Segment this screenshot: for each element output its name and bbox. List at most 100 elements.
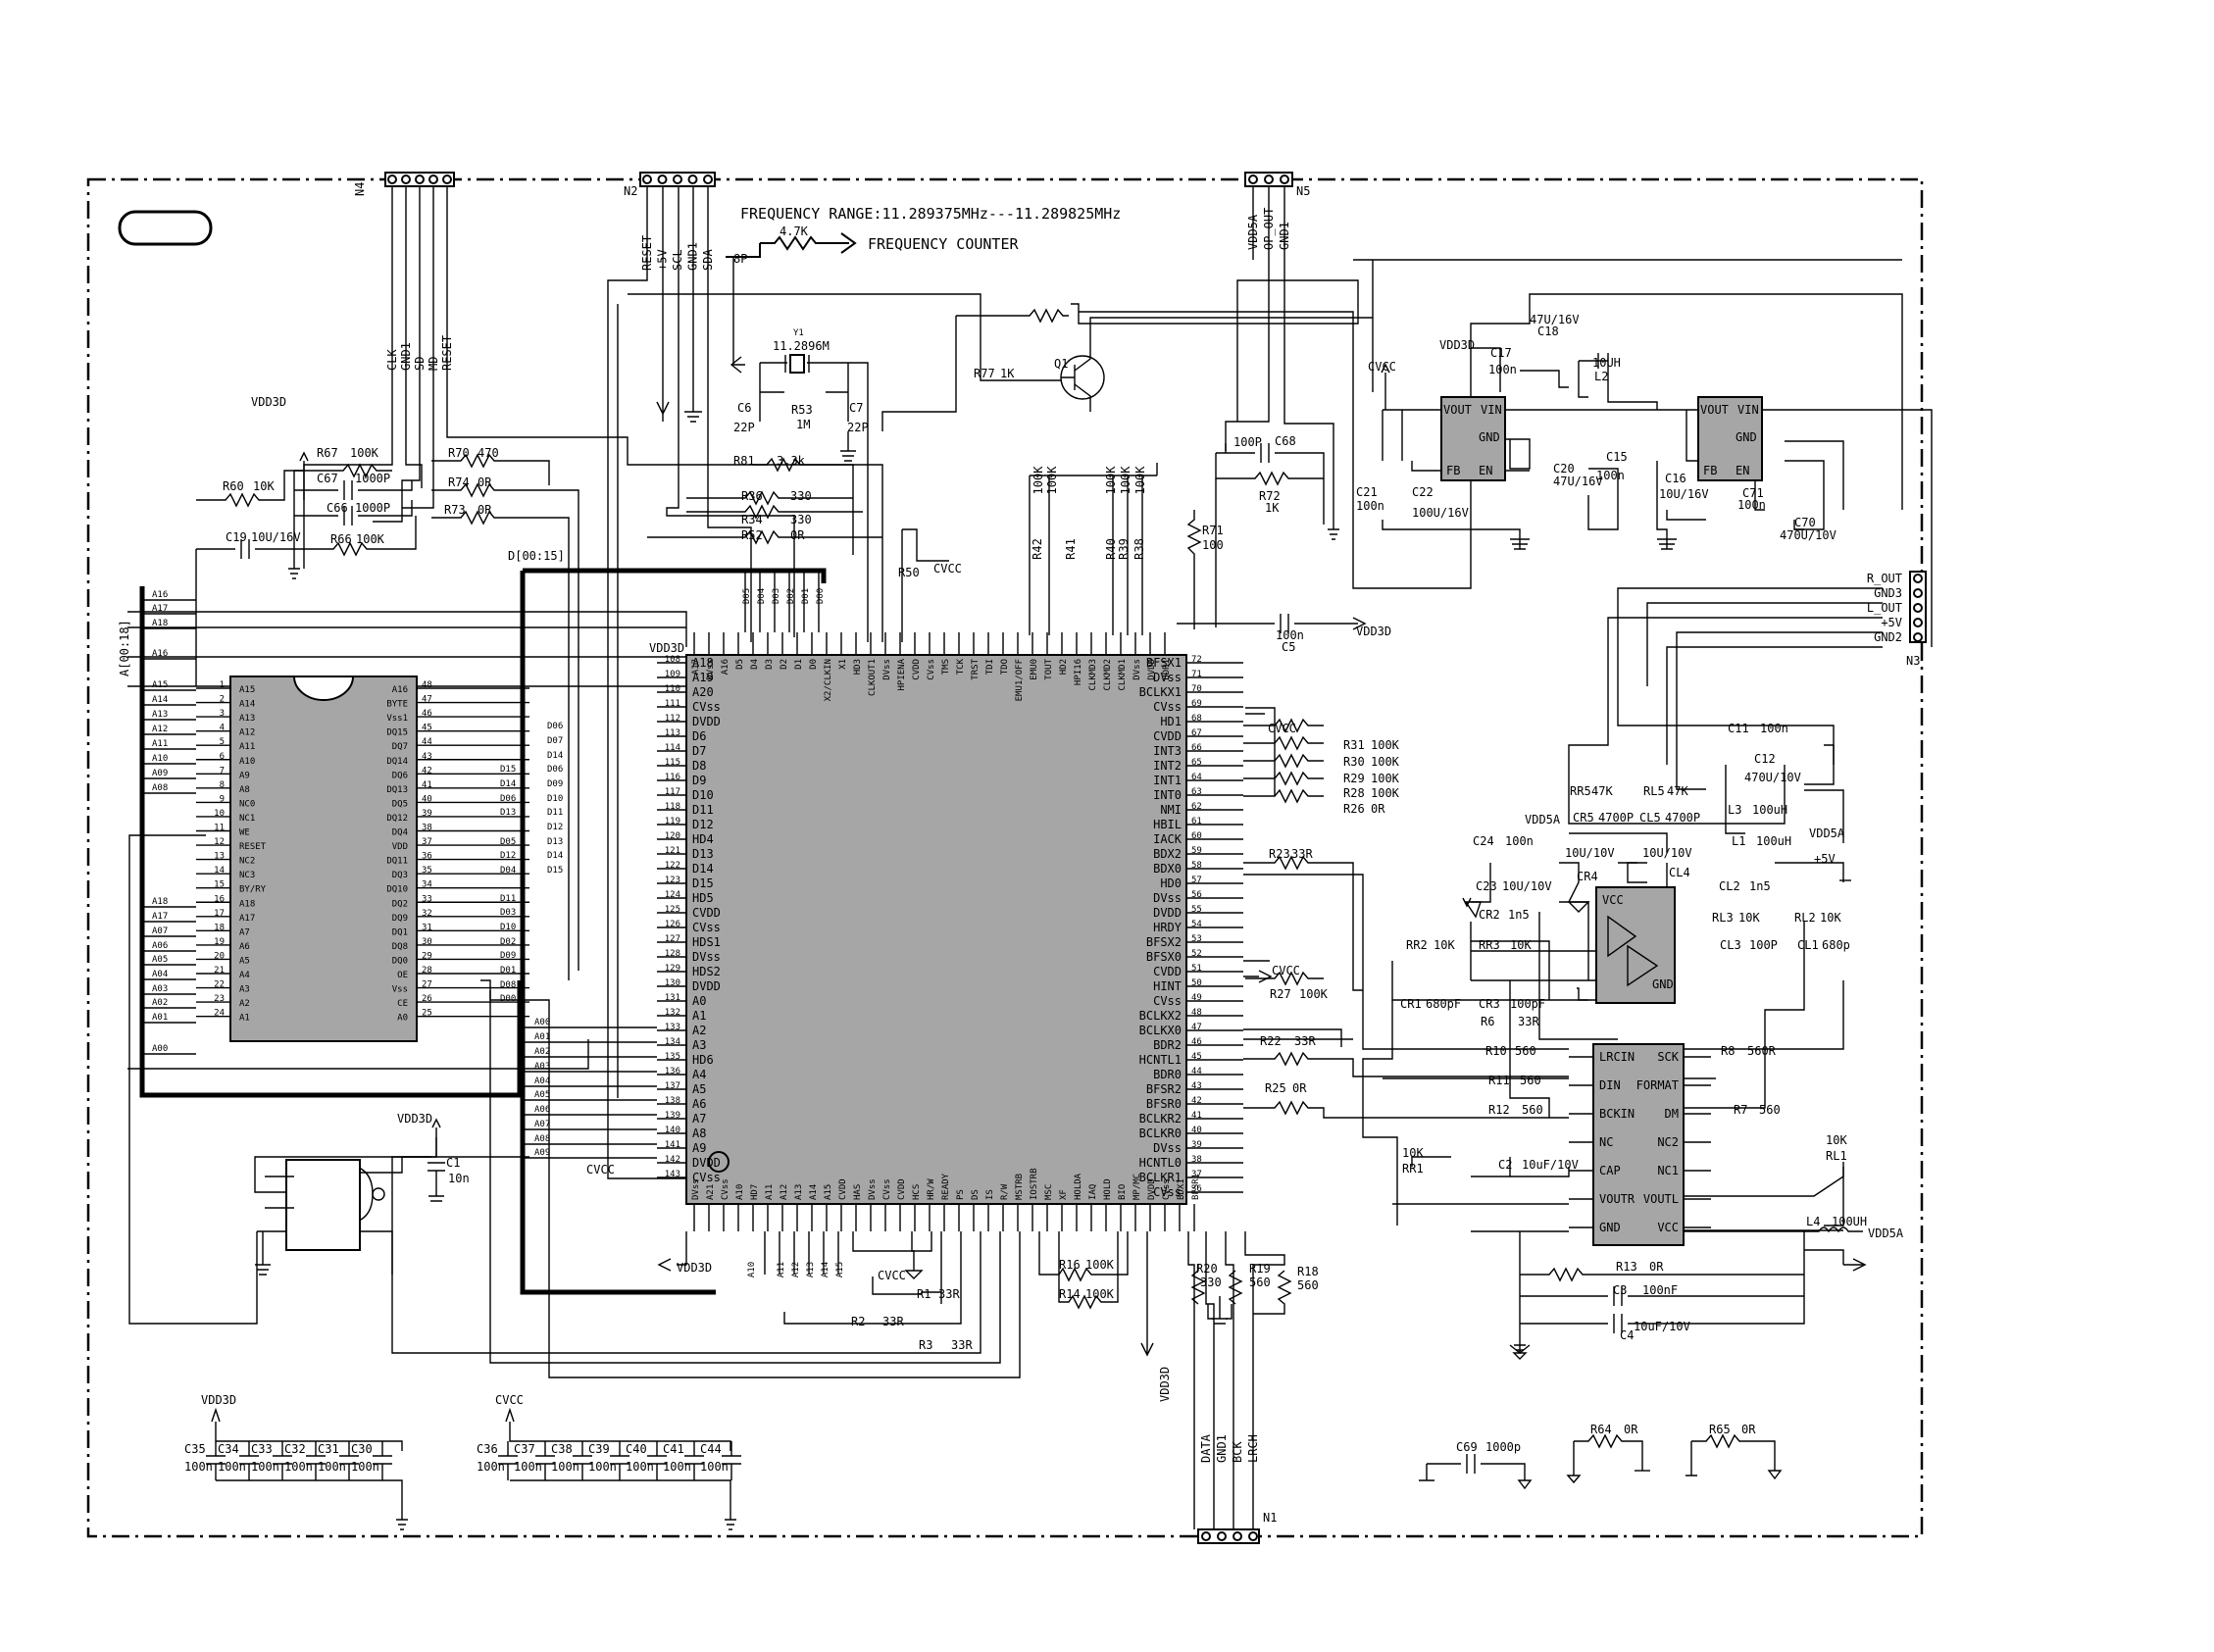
dsp-right-pin-label: HINT	[1153, 979, 1182, 993]
part-v10uf10v: 10uF/10V	[1634, 1320, 1690, 1333]
part-v1k: 1K	[1265, 501, 1280, 515]
flash-data-net-label: D03	[500, 908, 516, 918]
dsp-left-pin-label: A8	[692, 1126, 706, 1140]
part-v100k: 100K	[1299, 987, 1329, 1001]
flash-right-pin-number: 47	[422, 695, 432, 705]
dsp-bottom-pin-label: MSTRB	[1015, 1174, 1025, 1200]
part-c68: C68	[1275, 434, 1296, 448]
part-r66: R66	[330, 532, 352, 546]
part-v560: 560	[1522, 1103, 1543, 1117]
dsp-right-pin-number: 47	[1191, 1023, 1202, 1032]
dsp-right-pin-number: 45	[1191, 1052, 1202, 1062]
part-v10u16v: 10U/16V	[251, 530, 301, 544]
dsp-left-pin-number: 142	[665, 1155, 680, 1165]
rail-vdd3d-4: VDD3D	[397, 1112, 432, 1126]
rail-vdd5a-1: VDD5A	[1525, 813, 1561, 826]
address-bus-label: A[00:18]	[118, 620, 131, 676]
part-r16: R16	[1059, 1258, 1081, 1272]
dsp-top-pin-label: EMU0	[1030, 659, 1039, 680]
flash-left-pin-label: NC0	[239, 799, 255, 809]
bypass-cap-value: 100n	[663, 1460, 691, 1474]
dsp-right-pin-number: 51	[1191, 964, 1202, 974]
rail-vdd5a-2: VDD5A	[1809, 826, 1845, 840]
part-r70: R70	[448, 446, 470, 460]
dsp-top-pin-label: CLKMD2	[1103, 659, 1113, 691]
part-r64: R64	[1590, 1423, 1612, 1436]
regulator-left: VOUT VIN GND FB EN	[1440, 396, 1506, 481]
bypass-cap-value: 100n	[626, 1460, 654, 1474]
address-net-label: A14	[152, 695, 168, 705]
bypass-cap-value: 100n	[251, 1460, 279, 1474]
dsp-top-pin-label: DVss	[882, 659, 892, 680]
part-r52: R52	[741, 528, 763, 542]
dsp-right-pin-label: IACK	[1153, 832, 1182, 846]
crystal-y1: Y1 11.2896M 8P	[733, 252, 830, 374]
dsp-left-pin-number: 140	[665, 1126, 680, 1135]
part-r39: R39	[1117, 538, 1131, 560]
part-v10u10v: 10U/10V	[1565, 846, 1615, 860]
part-rl5: RL5	[1643, 784, 1665, 798]
part-v33r: 33R	[938, 1287, 960, 1301]
dsp-right-pin-number: 65	[1191, 758, 1202, 768]
dsp-right-pin-number: 42	[1191, 1096, 1202, 1106]
connector-n5-ref: N5	[1296, 184, 1310, 198]
dsp-bottom-pin-label: CVss	[1162, 1178, 1172, 1200]
part-v560: 560	[1297, 1278, 1319, 1292]
dsp-left-pin-number: 132	[665, 1008, 680, 1018]
address-mid-net-label: A05	[534, 1090, 550, 1100]
flash-data-net-label-2: D09	[547, 779, 563, 789]
pullup-value-0: 100K	[1032, 466, 1045, 495]
dsp-left-pin-number: 113	[665, 728, 680, 738]
part-v560: 560	[1759, 1103, 1781, 1117]
flash-left-pin-label: A13	[239, 714, 255, 724]
dsp-left-pin-number: 133	[665, 1023, 680, 1032]
dsp-bottom-pin-label: A11	[765, 1184, 775, 1200]
connector-n3-pin-label: GND2	[1874, 630, 1902, 644]
flash-left-pin-label: A4	[239, 971, 250, 980]
flash-right-pin-number: 33	[422, 894, 432, 904]
pullup-value-4: 100K	[1133, 466, 1147, 495]
dsp-right-pin-number: 58	[1191, 861, 1202, 871]
connector-n1-pad	[1248, 1531, 1258, 1541]
flash-left-pin-number: 1	[220, 680, 225, 690]
flash-right-pin-number: 28	[422, 966, 432, 976]
dsp-left-pin-number: 119	[665, 817, 680, 826]
part-v100k: 100K	[356, 532, 385, 546]
dsp-right-pin-label: BFSX1	[1146, 656, 1182, 670]
flash-left-pin-number: 9	[220, 794, 225, 804]
flash-right-pin-number: 39	[422, 809, 432, 819]
rail-vdd3d-7: VDD3D	[201, 1393, 236, 1407]
part-v680p: 680p	[1822, 938, 1850, 952]
part-r1: R1	[917, 1287, 931, 1301]
reg2-vout: VOUT	[1700, 403, 1729, 417]
dsp-bottom-pin-label: CVDD	[838, 1178, 848, 1200]
address-bottom-net-label: A10	[747, 1262, 757, 1277]
dsp-right-pin-label: BCLKR2	[1139, 1112, 1182, 1126]
part-c67: C67	[317, 472, 338, 485]
flash-right-pin-number: 35	[422, 866, 432, 876]
dsp-left-pin-label: D15	[692, 876, 714, 890]
dsp-bottom-pin-label: R/W	[1000, 1183, 1010, 1200]
reg2-en: EN	[1736, 464, 1749, 477]
part-v1n5: 1n5	[1508, 908, 1530, 922]
part-v0r: 0R	[1371, 802, 1385, 816]
bypass-cap-ref: C40	[626, 1442, 647, 1456]
dsp-right-pin-label: BDR0	[1153, 1068, 1182, 1081]
part-v10n: 10n	[448, 1172, 470, 1185]
dsp-right-pin-number: 62	[1191, 802, 1202, 812]
flash-left-pin-number: 8	[220, 780, 225, 790]
flash-left-pin-label: A14	[239, 700, 255, 710]
part-c17: C17	[1490, 346, 1512, 360]
dsp-left-pin-label: D6	[692, 729, 706, 743]
flash-right-pin-label: DQ11	[386, 857, 408, 867]
flash-data-net-label-2: D06	[547, 765, 563, 775]
dsp-right-pin-number: 49	[1191, 993, 1202, 1003]
connector-n1-pad	[1201, 1531, 1211, 1541]
connector-n1-pad	[1217, 1531, 1227, 1541]
part-r65: R65	[1709, 1423, 1731, 1436]
part-r30: R30	[1343, 755, 1365, 769]
flash-left-pin-label: A7	[239, 927, 250, 937]
dsp-left-pin-number: 136	[665, 1067, 680, 1076]
dsp-left-pin-number: 121	[665, 846, 680, 856]
